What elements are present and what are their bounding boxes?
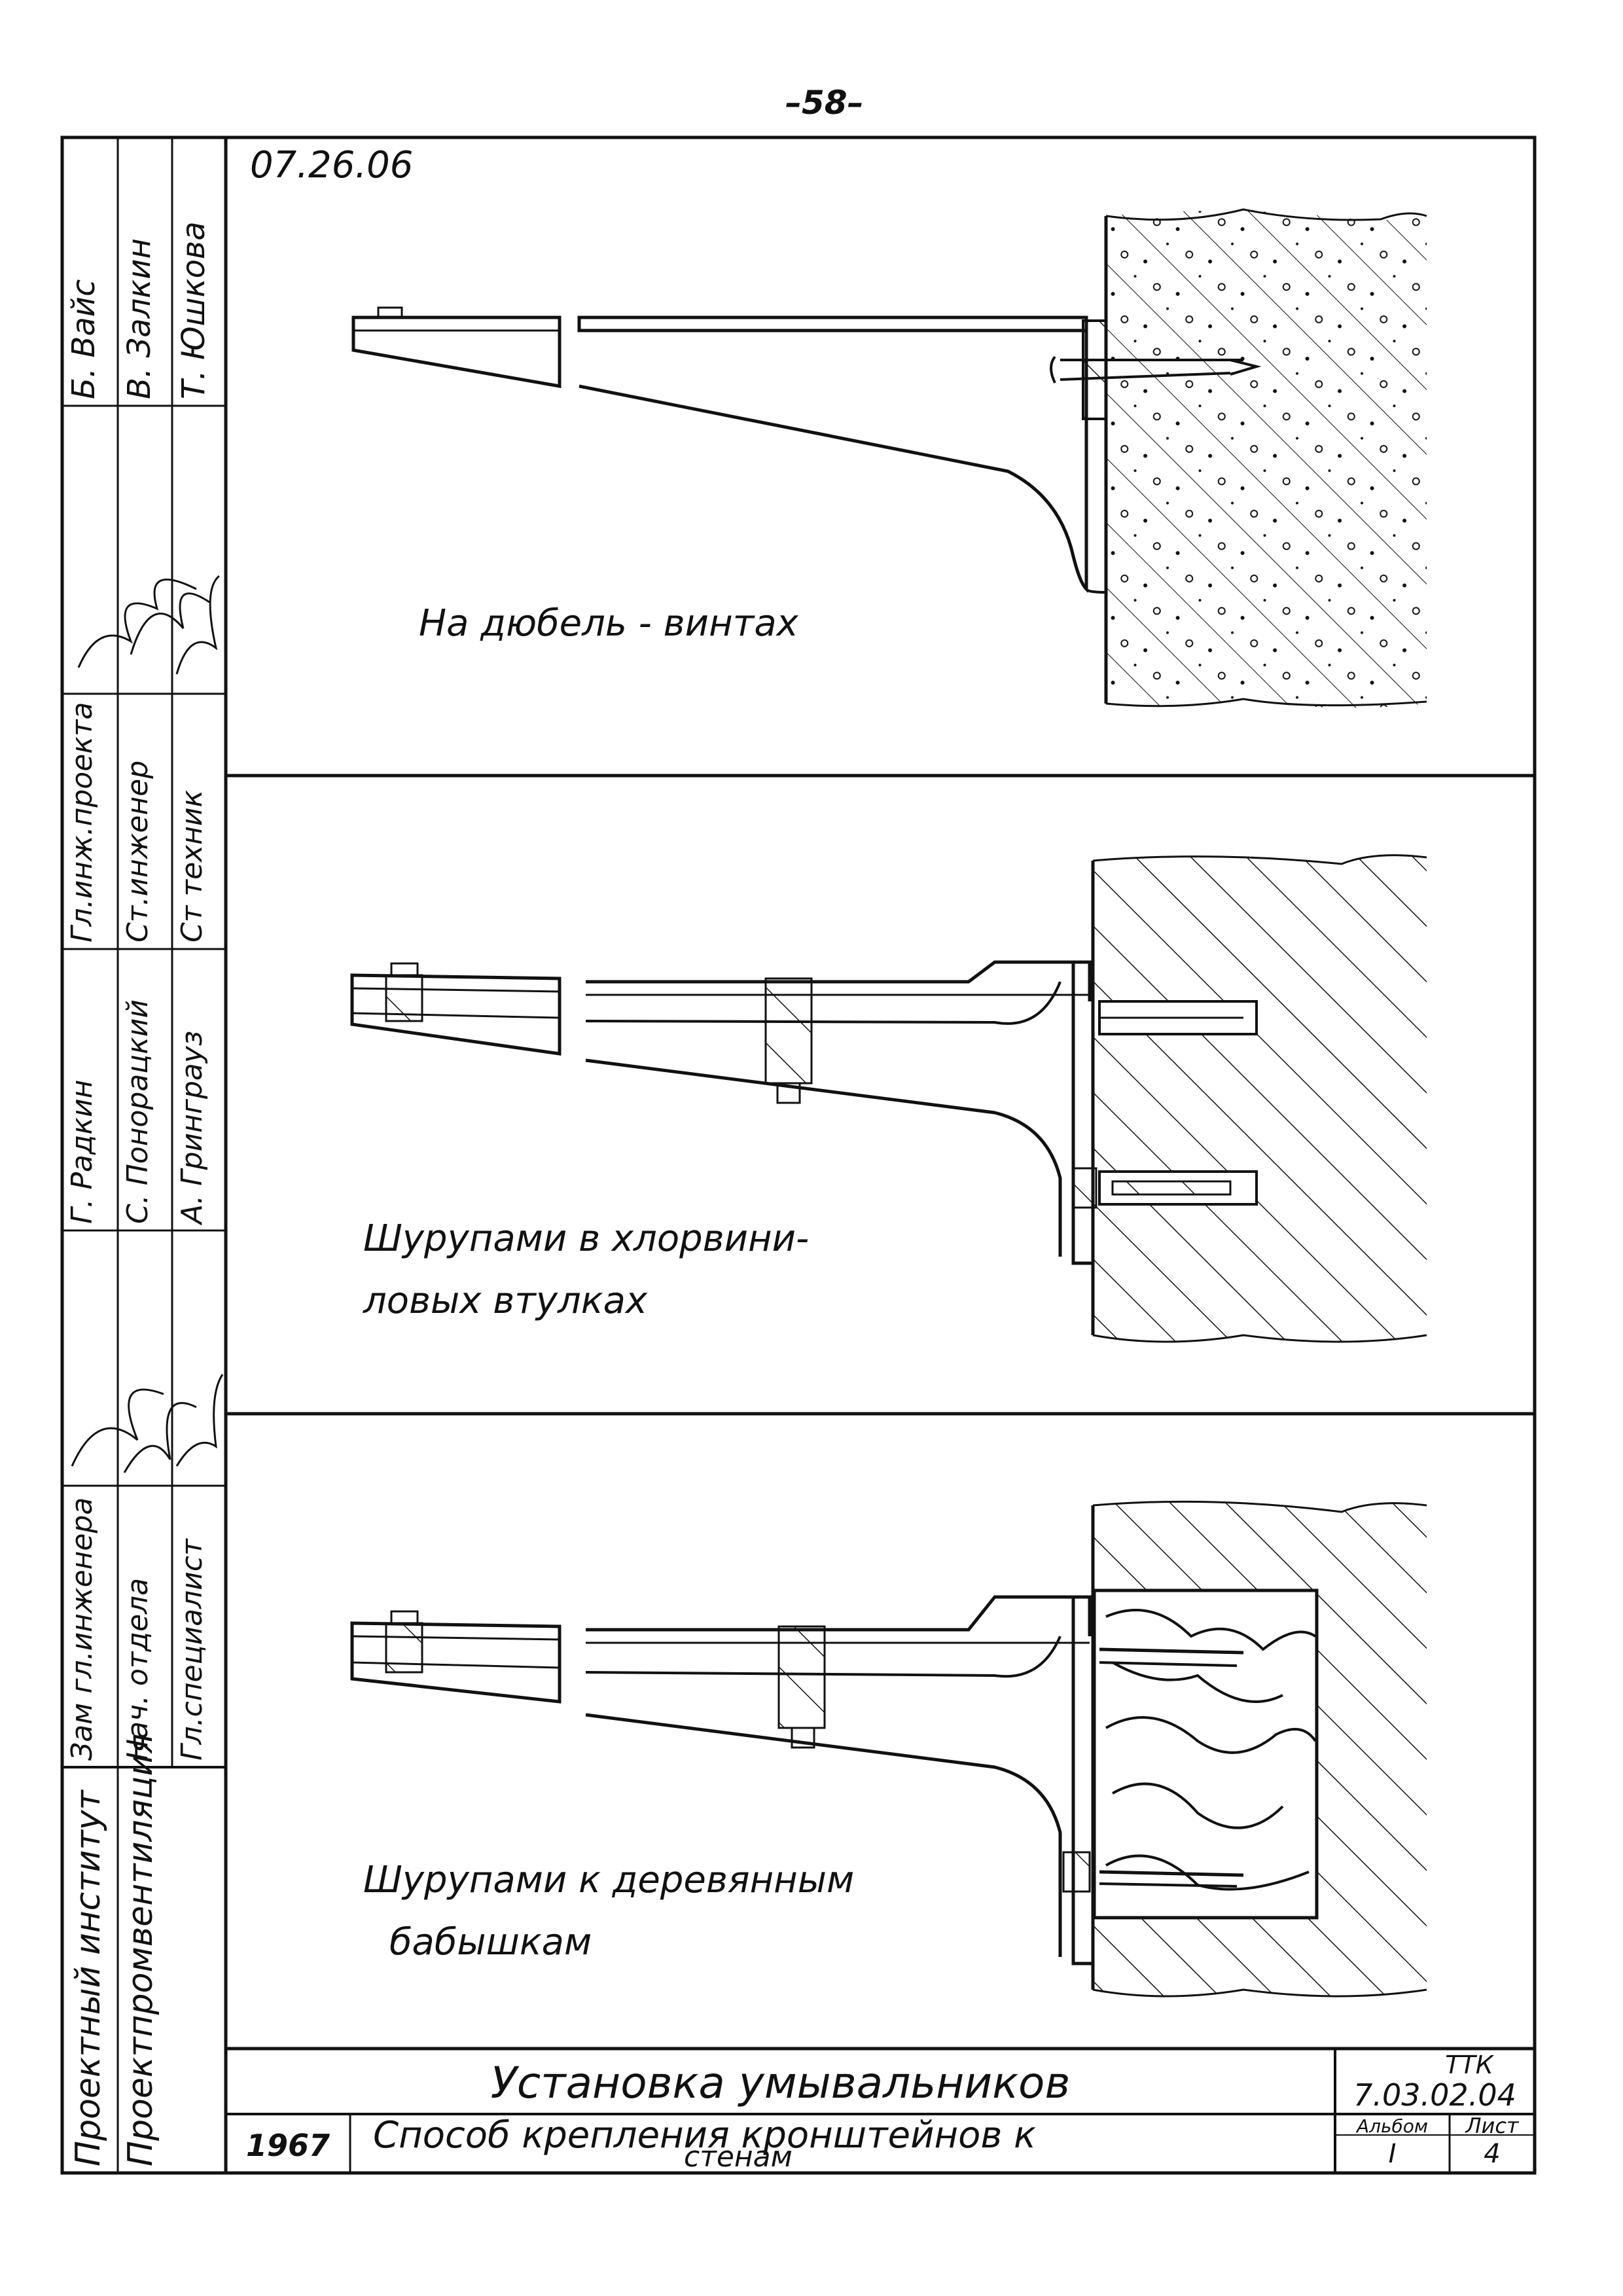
stamp-name-2b: С. Понорацкий bbox=[121, 999, 154, 1224]
panel2-drawing bbox=[350, 854, 1427, 1343]
year: 1967 bbox=[245, 2127, 330, 2163]
stamp-position-2c: Ст техник bbox=[175, 789, 209, 942]
stamp-position-2b: Ст.инженер bbox=[121, 760, 154, 942]
caption-panel2-line2: ловых втулках bbox=[363, 1280, 648, 1322]
caption-panel2-line1: Шурупами в хлорвини- bbox=[363, 1217, 810, 1260]
stamp-position-2a: Гл.инж.проекта bbox=[65, 702, 99, 942]
page-number: –58– bbox=[785, 84, 864, 122]
caption-panel1: На дюбель - винтах bbox=[419, 602, 798, 645]
caption-panel3-line1: Шурупами к деревянным bbox=[363, 1859, 855, 1901]
title-main: Установка умывальников bbox=[490, 2058, 1071, 2108]
signatures bbox=[71, 575, 224, 1473]
panel1-drawing bbox=[351, 208, 1427, 708]
stamp-name-1: Б. Вайс bbox=[65, 279, 102, 399]
album-value: I bbox=[1388, 2139, 1397, 2169]
album-label: Альбом bbox=[1356, 2115, 1429, 2137]
panel3-drawing bbox=[350, 1500, 1427, 1998]
stamp-organization: Проектпромвентиляция bbox=[121, 1733, 160, 2166]
outer-frame bbox=[60, 135, 1537, 2175]
stamp-name-2a: Г. Радкин bbox=[65, 1079, 99, 1224]
code-label: ТТК bbox=[1445, 2051, 1493, 2079]
code-value: 7.03.02.04 bbox=[1353, 2077, 1516, 2113]
stamp-name-2c: А. Гринграуз bbox=[175, 1030, 209, 1224]
title-sub-line1: Способ крепления кронштейнов к bbox=[373, 2114, 1037, 2157]
stamp-position-2: Нач. отдела bbox=[121, 1577, 154, 1761]
stamp-institute: Проектный институт bbox=[69, 1790, 108, 2166]
stamp-name-2: В. Залкин bbox=[121, 238, 158, 399]
stamp-name-3: Т. Юшкова bbox=[175, 221, 212, 399]
sheet-label: Лист bbox=[1465, 2113, 1519, 2138]
stamp-position-1: Зам гл.инженера bbox=[65, 1497, 99, 1761]
title-sub-line2: стенам bbox=[684, 2140, 793, 2174]
sheet-value: 4 bbox=[1484, 2139, 1501, 2169]
drawing-code: 07.26.06 bbox=[250, 144, 414, 187]
caption-panel3-line2: бабышкам bbox=[389, 1921, 592, 1964]
stamp-position-3: Гл.специалист bbox=[175, 1539, 209, 1761]
